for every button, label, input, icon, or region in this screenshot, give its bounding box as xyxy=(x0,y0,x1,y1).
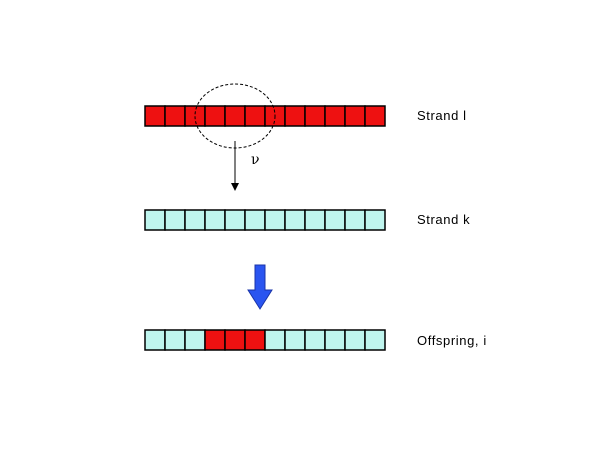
strand-l-cell xyxy=(244,105,266,127)
offspring-cell xyxy=(364,329,386,351)
strand-l-cell xyxy=(364,105,386,127)
strand-k-cell xyxy=(324,209,346,231)
strand-k-cell xyxy=(244,209,266,231)
result-arrow xyxy=(247,264,273,310)
strand-k-cell xyxy=(184,209,206,231)
strand-k-cell xyxy=(224,209,246,231)
strand-l-cell xyxy=(144,105,166,127)
offspring-cell xyxy=(244,329,266,351)
strand-l-cell xyxy=(184,105,206,127)
offspring-row xyxy=(144,329,386,351)
offspring-cell xyxy=(324,329,346,351)
strand-k-cell xyxy=(284,209,306,231)
strand-k-cell xyxy=(304,209,326,231)
strand-k-cell xyxy=(364,209,386,231)
transfer-symbol: ν xyxy=(251,152,260,168)
strand-l-row xyxy=(144,105,386,127)
strand-l-label: Strand l xyxy=(417,108,467,123)
strand-k-cell xyxy=(264,209,286,231)
strand-l-cell xyxy=(324,105,346,127)
strand-k-cell xyxy=(204,209,226,231)
strand-k-label: Strand k xyxy=(417,212,470,227)
offspring-cell xyxy=(224,329,246,351)
strand-k-row xyxy=(144,209,386,231)
offspring-cell xyxy=(264,329,286,351)
offspring-cell xyxy=(164,329,186,351)
transfer-arrow xyxy=(231,141,239,191)
offspring-cell xyxy=(344,329,366,351)
offspring-cell xyxy=(304,329,326,351)
offspring-cell xyxy=(184,329,206,351)
strand-l-cell xyxy=(344,105,366,127)
strand-l-cell xyxy=(164,105,186,127)
strand-k-cell xyxy=(144,209,166,231)
offspring-cell xyxy=(284,329,306,351)
offspring-cell xyxy=(144,329,166,351)
offspring-label: Offspring, i xyxy=(417,333,487,348)
strand-k-cell xyxy=(164,209,186,231)
strand-l-cell xyxy=(304,105,326,127)
strand-l-cell xyxy=(284,105,306,127)
offspring-cell xyxy=(204,329,226,351)
strand-l-cell xyxy=(204,105,226,127)
strand-l-cell xyxy=(224,105,246,127)
strand-k-cell xyxy=(344,209,366,231)
